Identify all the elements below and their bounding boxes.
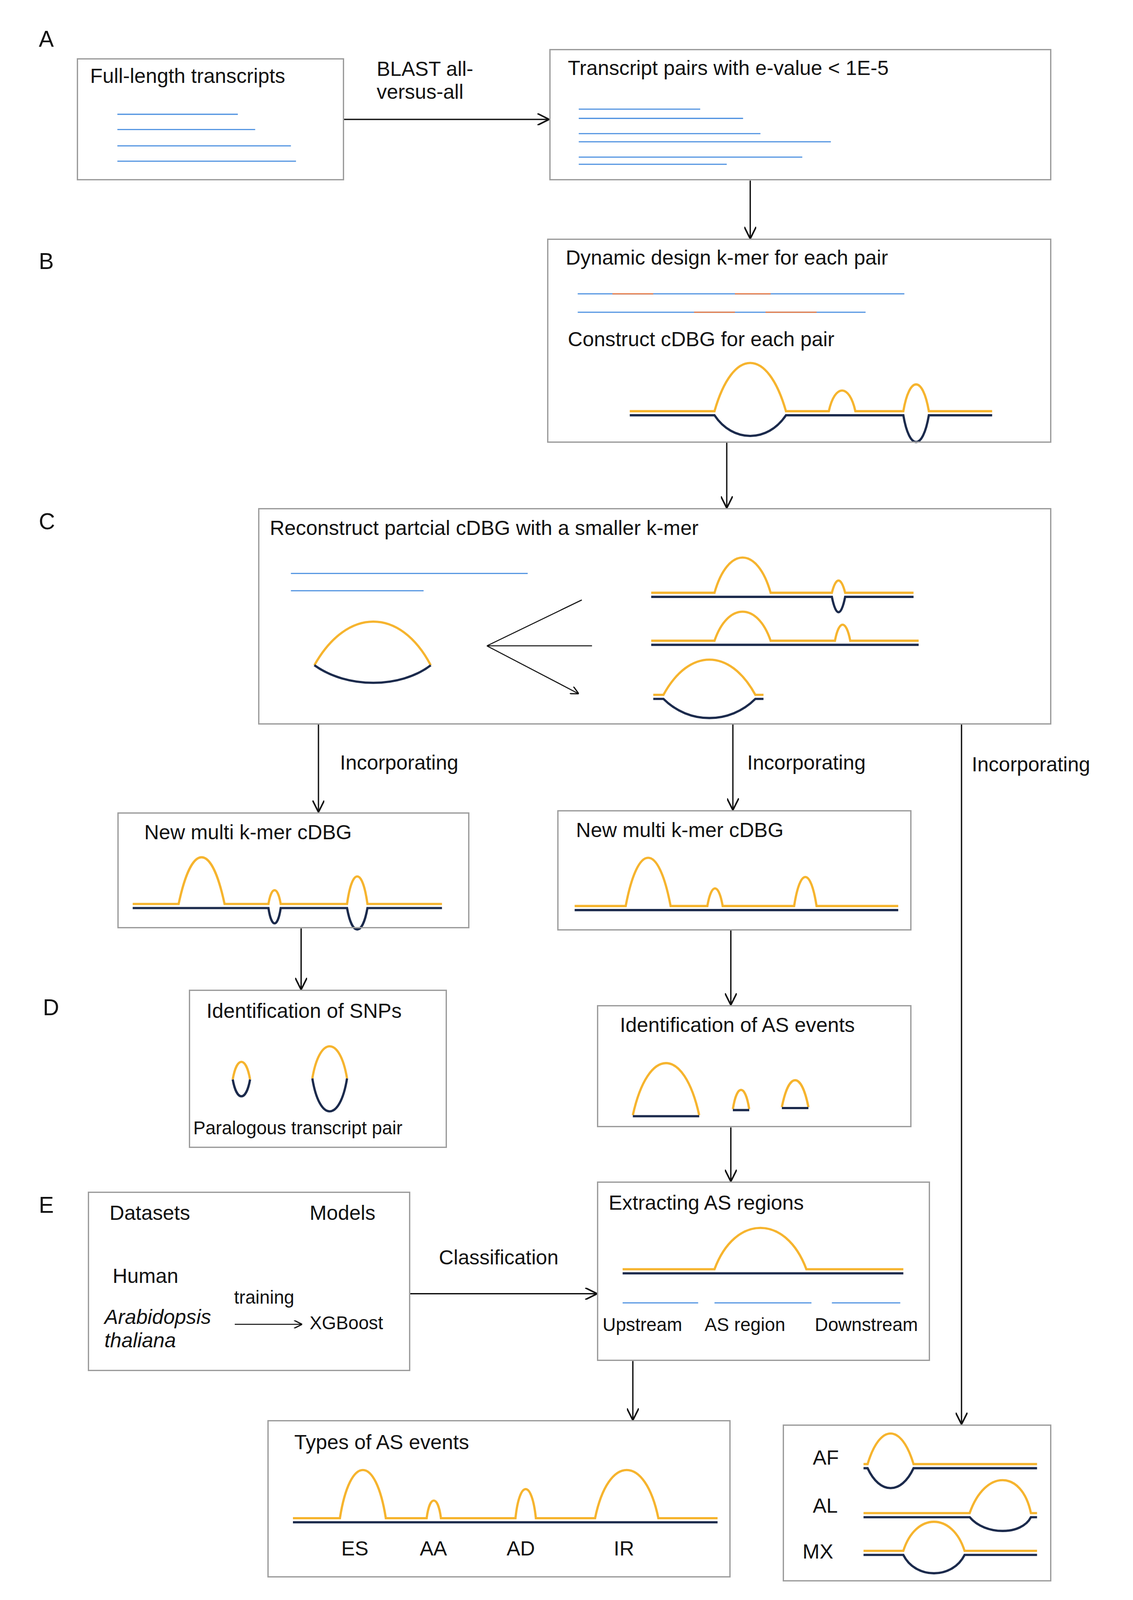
box-text: AA: [420, 1537, 448, 1561]
box-text: MX: [802, 1540, 833, 1565]
box-text: Identification of AS events: [619, 1013, 855, 1038]
box-text: Dynamic design k-mer for each pair: [565, 246, 888, 270]
edge-label: Incorporating: [971, 753, 1091, 777]
box-text: New multi k-mer cDBG: [575, 818, 784, 843]
panel-letter: C: [38, 509, 56, 536]
box-text: Datasets: [109, 1201, 191, 1226]
edge-label: Classification: [438, 1246, 559, 1270]
box-text: ES: [341, 1537, 369, 1561]
process-box: Dynamic design k-mer for each pairConstr…: [547, 238, 1052, 443]
box-text: Construct cDBG for each pair: [567, 327, 835, 352]
connector-arrow: [726, 442, 728, 509]
process-box: Identification of AS events: [596, 1005, 912, 1129]
box-text: Paralogous transcript pair: [193, 1117, 403, 1140]
box-text: Arabidopsis thaliana: [104, 1305, 233, 1353]
connector-arrow: [749, 180, 751, 239]
panel-letter: E: [38, 1193, 54, 1220]
process-box: AF AL MX: [782, 1425, 1051, 1583]
connector-arrow: [317, 724, 319, 813]
box-text: AD: [506, 1537, 535, 1561]
box-text: Downstream: [814, 1314, 919, 1336]
box-text: Transcript pairs with e-value < 1E-5: [567, 56, 889, 80]
process-box: Reconstruct partcial cDBG with a smaller…: [258, 508, 1052, 725]
box-text: AF: [812, 1446, 839, 1471]
process-box: New multi k-mer cDBG: [117, 812, 470, 930]
connector-arrow: [410, 1293, 597, 1295]
panel-letter: D: [42, 995, 60, 1022]
box-text: training: [233, 1287, 295, 1309]
connector-arrow: [300, 928, 302, 991]
box-text: XGBoost: [309, 1313, 384, 1335]
connector-arrow: [960, 724, 963, 1426]
process-box: Full-length transcripts: [76, 58, 345, 181]
box-text: Extracting AS regions: [608, 1191, 804, 1216]
panel-letter: A: [38, 26, 54, 53]
edge-label: Incorporating: [746, 751, 866, 775]
connector-arrow: [732, 724, 734, 811]
connector-arrow: [344, 118, 550, 121]
box-text: AL: [812, 1494, 838, 1519]
box-text: Models: [309, 1201, 376, 1226]
box-text: Identification of SNPs: [206, 999, 402, 1024]
connector-arrow: [730, 1127, 732, 1182]
process-box: Types of AS eventsES AA AD IR: [267, 1420, 731, 1578]
process-box: Identification of SNPsParalogous transcr…: [188, 990, 447, 1149]
process-box: Datasets ModelsHumanArabidopsis thalianat…: [87, 1192, 411, 1372]
box-text: New multi k-mer cDBG: [144, 821, 352, 845]
box-text: Human: [112, 1264, 179, 1289]
panel-letter: B: [38, 248, 54, 275]
connector-arrow: [632, 1361, 634, 1421]
box-text: AS region: [704, 1314, 786, 1336]
process-box: New multi k-mer cDBG: [557, 810, 912, 931]
process-box: Transcript pairs with e-value < 1E-5: [549, 48, 1052, 181]
box-text: Reconstruct partcial cDBG with a smaller…: [269, 516, 699, 541]
connector-arrow: [730, 930, 732, 1006]
box-text: Upstream: [602, 1314, 683, 1336]
process-box: Extracting AS regionsUpstream AS region Do…: [596, 1181, 930, 1362]
box-text: Full-length transcripts: [90, 64, 286, 88]
box-text: IR: [613, 1537, 635, 1561]
edge-label: BLAST all-versus-all: [376, 57, 520, 105]
edge-label: Incorporating: [339, 751, 459, 775]
box-text: Types of AS events: [294, 1431, 469, 1455]
